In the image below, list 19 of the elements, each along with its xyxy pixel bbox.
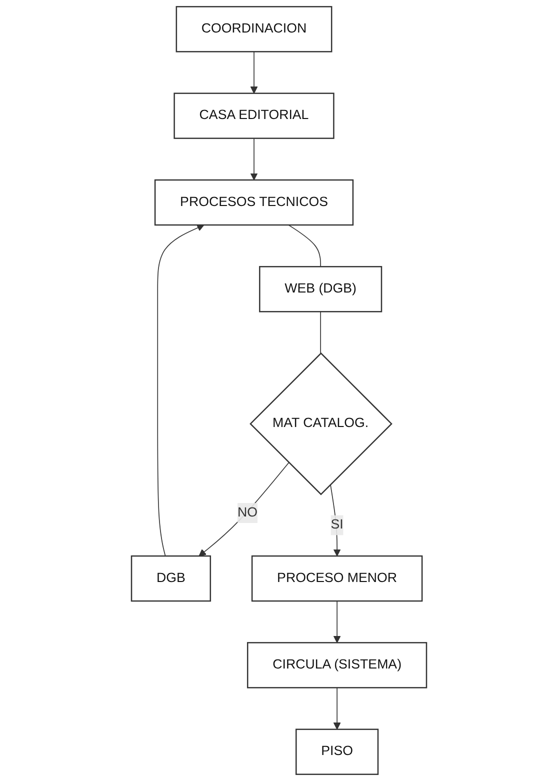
arrow xyxy=(158,224,205,556)
node-box: CIRCULA (SISTEMA) xyxy=(247,642,428,688)
node-box: PISO xyxy=(296,728,380,775)
arrow xyxy=(334,687,342,730)
arrow xyxy=(250,138,258,180)
node-box: WEB (DGB) xyxy=(260,266,383,312)
node-box: PROCESOS TECNICOS xyxy=(154,179,354,226)
arrow xyxy=(250,51,258,94)
node-box: CASA EDITORIAL xyxy=(174,92,335,139)
node-box: PROCESO MENOR xyxy=(252,555,424,602)
edge-label: NO xyxy=(238,505,258,520)
node-box: DGB xyxy=(131,555,212,602)
node-diamond: MAT CATALOG. xyxy=(250,352,393,496)
connector xyxy=(288,224,322,268)
node-box: COORDINACION xyxy=(176,6,333,52)
arrow xyxy=(199,462,290,556)
arrow xyxy=(334,600,342,643)
edge-label: SI xyxy=(331,518,344,532)
connector xyxy=(320,311,322,354)
